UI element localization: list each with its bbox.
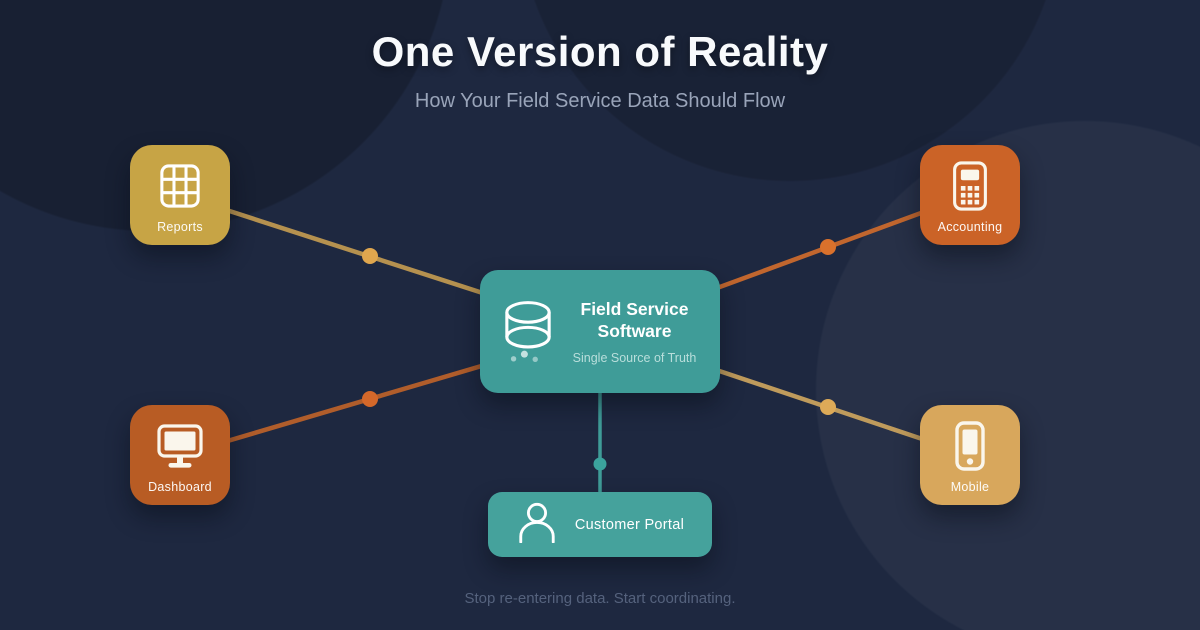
node-label-accounting: Accounting bbox=[937, 220, 1003, 234]
flow-dot-accounting bbox=[820, 239, 836, 255]
node-mobile: Mobile bbox=[920, 405, 1020, 505]
node-dashboard: Dashboard bbox=[130, 405, 230, 505]
page-subtitle: How Your Field Service Data Should Flow bbox=[414, 90, 786, 112]
node-field-service-software: Field Service Software Single Source of … bbox=[480, 270, 720, 393]
monitor-icon bbox=[156, 421, 204, 471]
calculator-icon bbox=[948, 161, 992, 211]
center-node-title: Field Service Software bbox=[580, 298, 689, 341]
node-accounting: Accounting bbox=[920, 145, 1020, 245]
node-reports: Reports bbox=[130, 145, 230, 245]
node-label-reports: Reports bbox=[157, 220, 203, 234]
flow-dot-dashboard bbox=[362, 391, 378, 407]
table-grid-icon bbox=[159, 161, 201, 211]
database-icon bbox=[500, 299, 556, 365]
person-icon bbox=[516, 501, 558, 548]
center-node-subtitle: Single Source of Truth bbox=[572, 351, 697, 366]
page-title: One Version of Reality bbox=[371, 28, 829, 75]
footer-tagline: Stop re-entering data. Start coordinatin… bbox=[464, 590, 736, 607]
portal-label: Customer Portal bbox=[574, 516, 685, 533]
center-node-text: Field Service Software Single Source of … bbox=[569, 298, 701, 366]
smartphone-icon bbox=[946, 421, 994, 471]
header: One Version of Reality How Your Field Se… bbox=[0, 0, 1200, 113]
node-label-dashboard: Dashboard bbox=[148, 480, 212, 494]
footer: Stop re-entering data. Start coordinatin… bbox=[0, 590, 1200, 607]
node-label-mobile: Mobile bbox=[950, 480, 990, 494]
flow-dot-portal bbox=[593, 457, 607, 471]
flow-dot-mobile bbox=[820, 399, 836, 415]
node-customer-portal: Customer Portal bbox=[488, 492, 712, 557]
flow-dot-reports bbox=[362, 248, 378, 264]
